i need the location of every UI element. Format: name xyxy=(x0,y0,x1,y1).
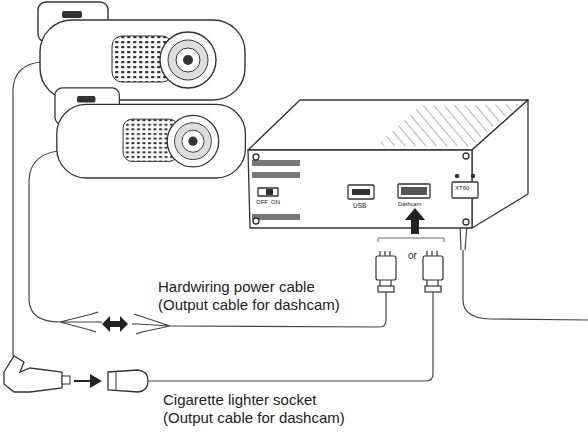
hardwire-ends xyxy=(90,312,142,334)
switch-label: ON xyxy=(271,199,280,206)
output-connectors xyxy=(376,251,443,292)
cables xyxy=(13,62,588,381)
dashcam-rear xyxy=(55,88,245,178)
power-bank xyxy=(248,100,528,228)
insert-arrow xyxy=(405,208,425,234)
lighter-socket xyxy=(108,370,148,392)
dashcam-top xyxy=(38,2,245,100)
cigarette-plug xyxy=(4,356,102,392)
cable-caption: Hardwiring power cable (Output cable for… xyxy=(158,278,358,314)
double-arrow xyxy=(102,316,128,332)
port-label: XT60 xyxy=(455,185,469,192)
port-label: Dashcam xyxy=(398,201,421,208)
port-label: USB xyxy=(353,202,366,210)
or-label: or xyxy=(408,250,417,262)
switch-label: OFF xyxy=(256,199,268,206)
cable-caption: Cigarette lighter socket (Output cable f… xyxy=(163,391,363,427)
